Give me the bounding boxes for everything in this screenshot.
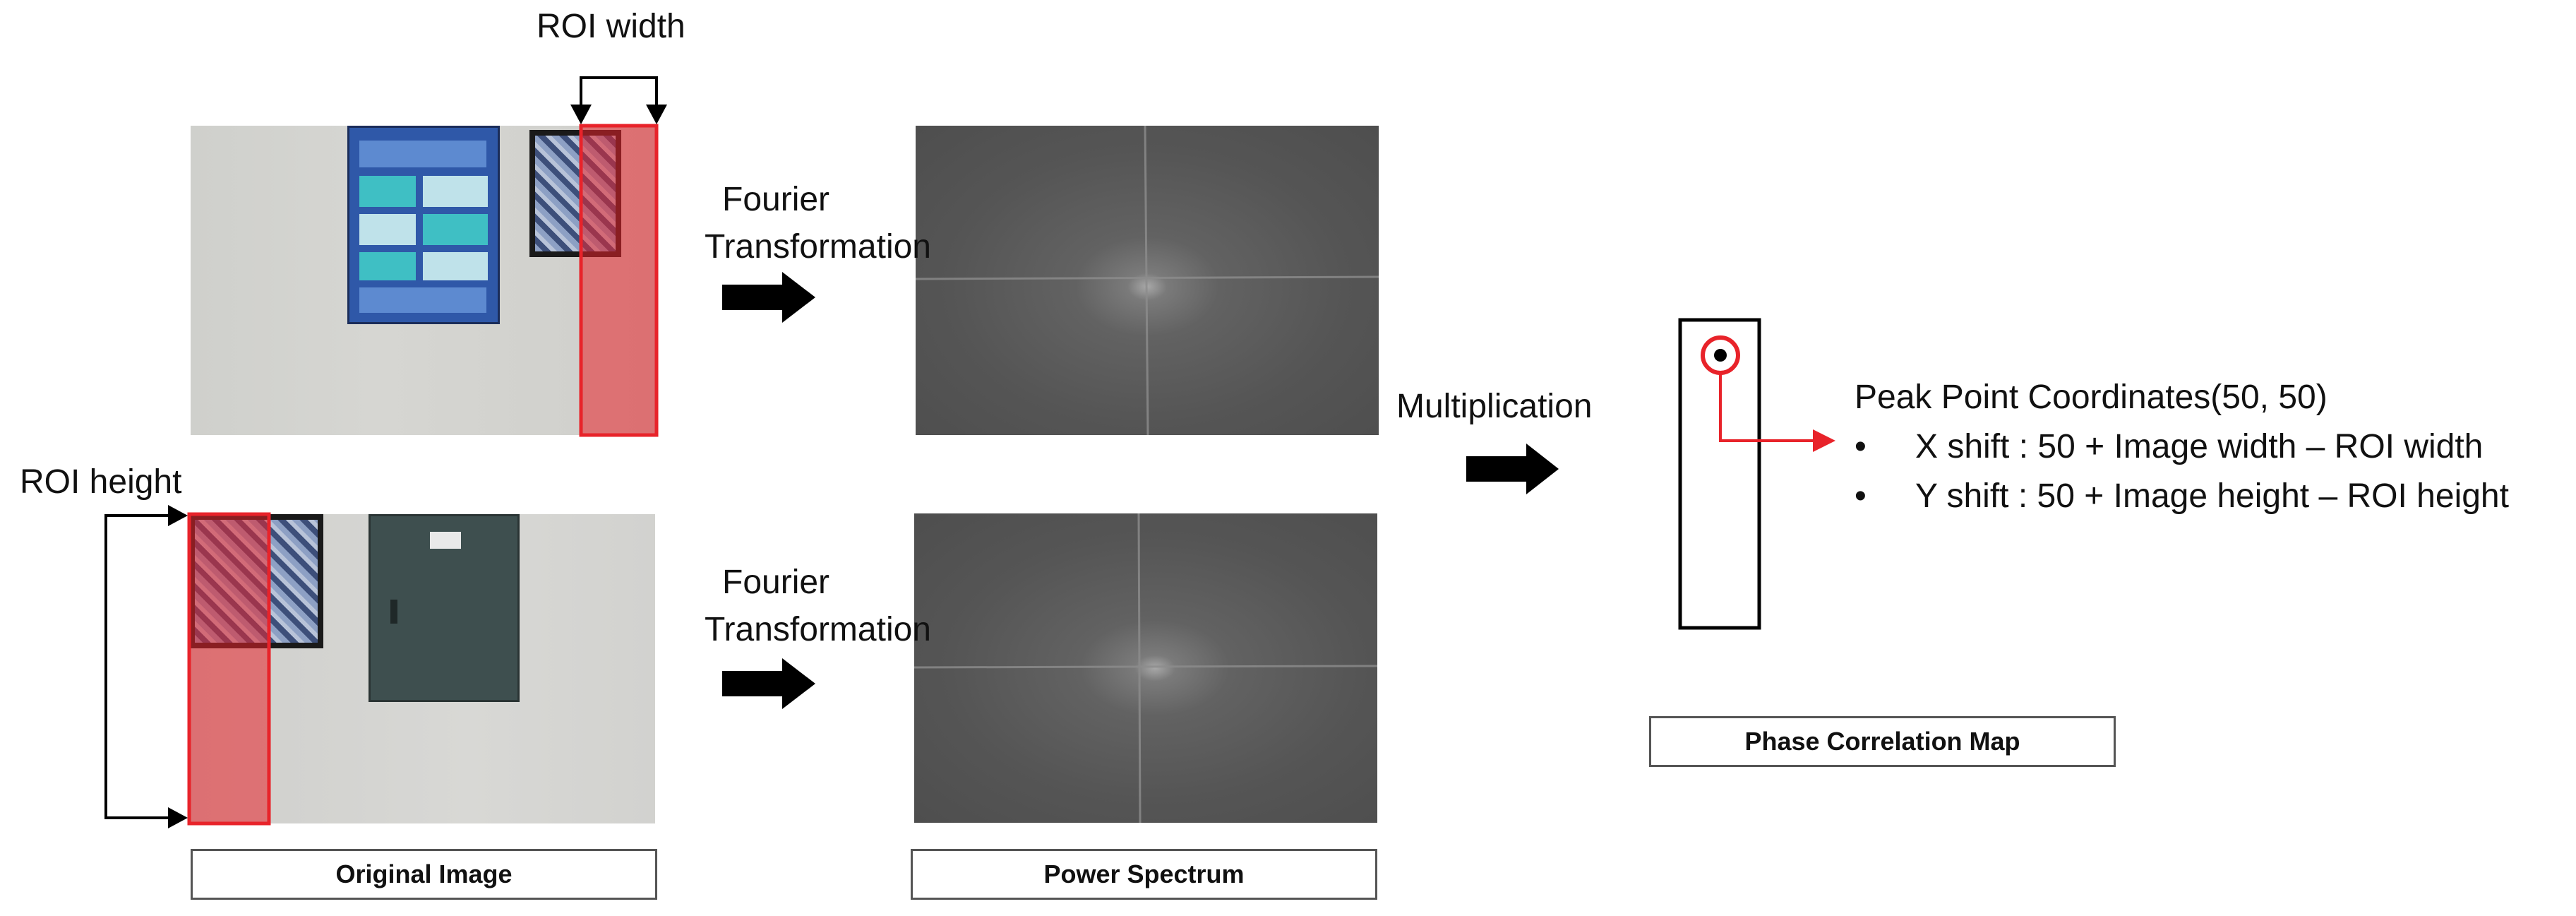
- roi-bottom: [187, 512, 271, 826]
- bullet-x: • X shift : 50 + Image width – ROI width: [1855, 427, 2483, 466]
- x-shift-text: X shift : 50 + Image width – ROI width: [1915, 428, 2484, 465]
- caption-phase-correlation-map: Phase Correlation Map: [1649, 716, 2116, 767]
- roi-width-bracket: [580, 76, 658, 106]
- block-arrow-top: [722, 272, 815, 323]
- original-image-top: [191, 126, 657, 435]
- peak-connector-head: [1813, 429, 1835, 452]
- caption-original-image: Original Image: [191, 849, 657, 900]
- poster: [347, 126, 500, 324]
- peak-title: Peak Point Coordinates(50, 50): [1855, 379, 2328, 416]
- spectrum-bottom-cross: [913, 513, 1378, 823]
- phase-correlation-map: [1678, 318, 1761, 630]
- bullet-glyph: •: [1855, 428, 1867, 465]
- peak-dot: [1714, 349, 1727, 362]
- bullet-y: • Y shift : 50 + Image height – ROI heigh…: [1855, 477, 2509, 516]
- caption-power-spectrum: Power Spectrum: [911, 849, 1377, 900]
- arrowhead-down-right: [646, 105, 667, 124]
- roi-top: [579, 124, 659, 437]
- arrowhead-down-left: [570, 105, 592, 124]
- block-arrow-bottom: [722, 658, 815, 709]
- fourier-bottom-line2: Transformation: [705, 611, 931, 648]
- roi-height-label: ROI height: [20, 463, 182, 501]
- peak-connector: [1719, 373, 1814, 442]
- y-shift-text: Y shift : 50 + Image height – ROI height: [1915, 477, 2509, 515]
- arrowhead-right-top: [168, 505, 188, 526]
- block-arrow-middle: [1466, 444, 1559, 494]
- fourier-top-line1: Fourier: [722, 181, 830, 218]
- roi-width-label: ROI width: [537, 8, 685, 45]
- electrical-cabinet: [369, 514, 520, 702]
- roi-height-bracket: [104, 514, 169, 819]
- fourier-top-line2: Transformation: [705, 228, 931, 266]
- spectrum-top-cross: [915, 125, 1379, 436]
- fourier-bottom-line1: Fourier: [722, 564, 830, 601]
- arrowhead-right-bottom: [168, 807, 188, 828]
- multiplication-label: Multiplication: [1396, 388, 1593, 425]
- bullet-glyph: •: [1855, 477, 1867, 515]
